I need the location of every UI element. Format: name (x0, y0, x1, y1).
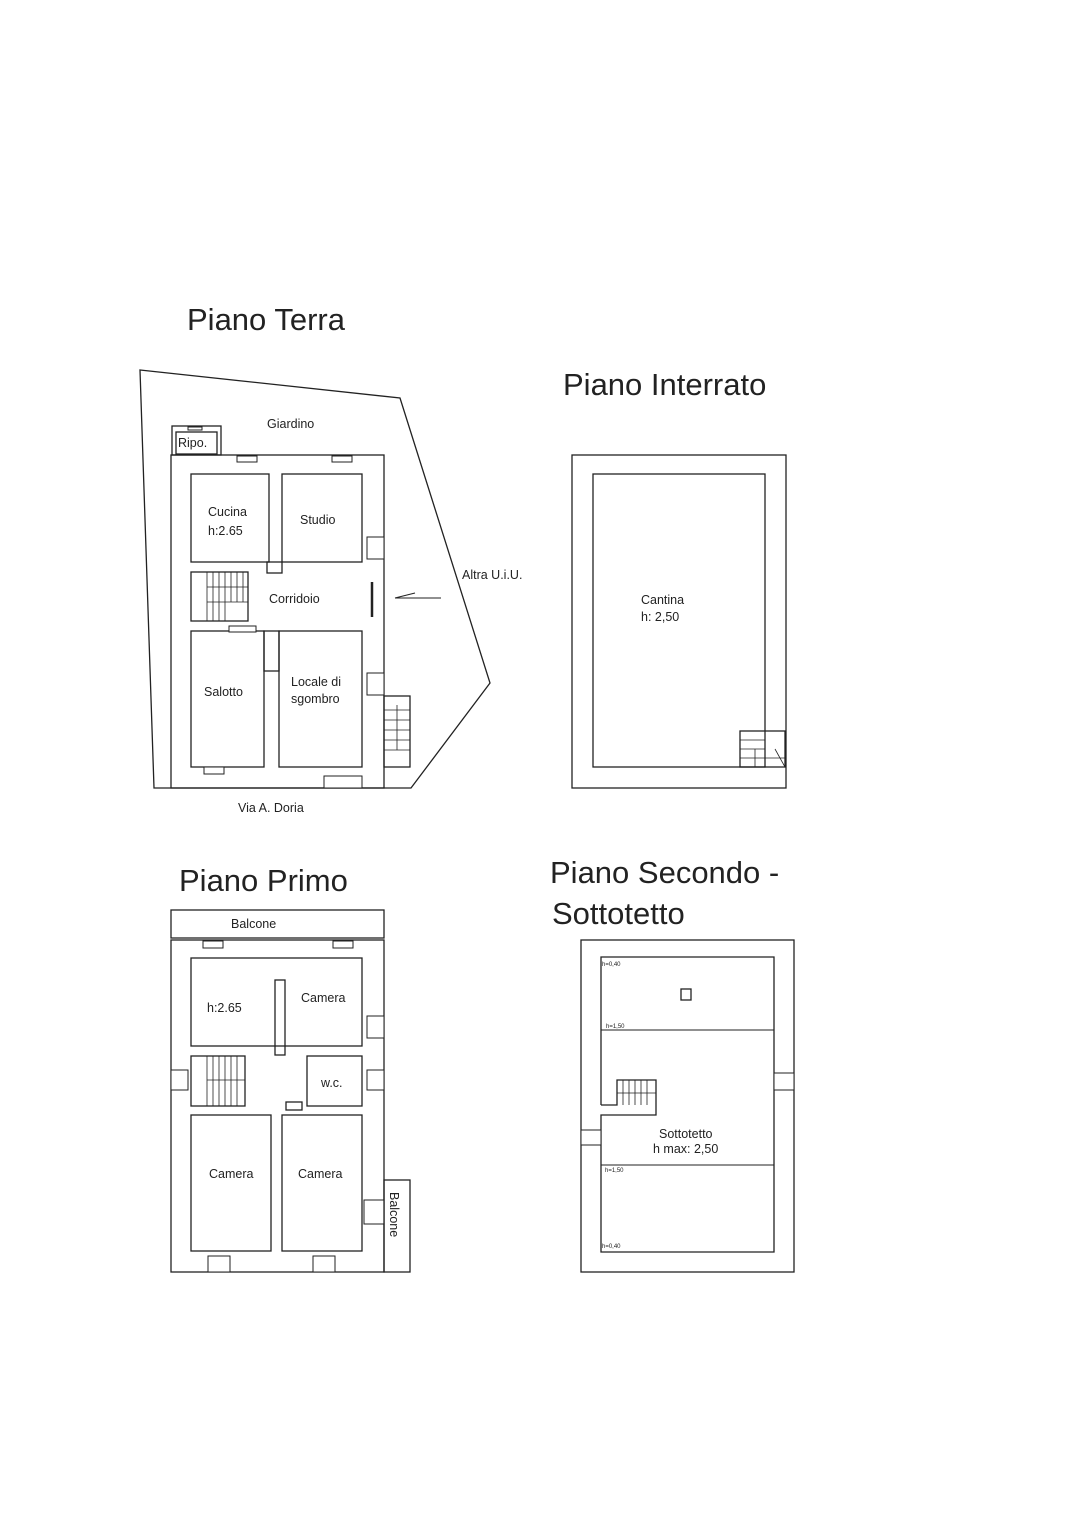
room-camera-right (281, 1114, 363, 1252)
window (366, 1015, 385, 1039)
piano-secondo-title-2: Sottotetto (552, 896, 685, 931)
height-bottom-label: h=0,40 (602, 1244, 621, 1250)
building-outline (170, 939, 385, 1273)
corridoio-label: Corridoio (269, 592, 320, 606)
piano-terra-plan: Piano Terra Ripo. Giardino Cucina (139, 302, 522, 815)
room-wc (306, 1055, 363, 1107)
room-salotto (190, 630, 265, 768)
outdoor-stair-steps (384, 705, 410, 751)
window (236, 455, 258, 463)
piano-terra-title: Piano Terra (187, 302, 346, 337)
staircase (190, 1055, 246, 1107)
wall-stub (266, 561, 283, 574)
building-outline (571, 454, 787, 789)
height-mid2-label: h=1,50 (605, 1168, 624, 1174)
building-outline (170, 454, 385, 789)
ripostiglio-inner (175, 431, 218, 455)
stair-steps (617, 1080, 656, 1105)
attic-outline (600, 956, 775, 1253)
stair-steps (206, 572, 248, 621)
giardino-label: Giardino (267, 417, 314, 431)
piano-primo-plan: Piano Primo Balcone Balcone h:2.65 Camer… (170, 863, 411, 1273)
arrow-head-icon (394, 592, 416, 599)
room-locale-sgombro (278, 630, 363, 768)
door (285, 1101, 303, 1111)
balcone-side-label: Balcone (387, 1192, 401, 1237)
staircase (190, 571, 249, 622)
cantina-label: Cantina (641, 593, 684, 607)
window (366, 536, 385, 560)
window (187, 426, 203, 431)
height-label: h:2.65 (207, 1001, 242, 1015)
outdoor-staircase (383, 695, 411, 768)
stair-steps (740, 739, 786, 768)
salotto-label: Salotto (204, 685, 243, 699)
altra-uiu-label: Altra U.i.U. (462, 568, 522, 582)
cantina-height: h: 2,50 (641, 610, 679, 624)
door (323, 775, 363, 789)
skylight (680, 988, 692, 1001)
height-top-label: h=0,40 (602, 962, 621, 968)
window (331, 455, 353, 463)
ripostiglio (171, 425, 222, 456)
window (580, 1129, 602, 1146)
lot-boundary (139, 369, 491, 789)
room-camera-left (190, 1114, 272, 1252)
window (773, 1072, 795, 1091)
window (366, 672, 385, 696)
room-cucina (190, 473, 270, 563)
ripo-label: Ripo. (178, 436, 207, 450)
cucina-height: h:2.65 (208, 524, 243, 538)
window (170, 1069, 189, 1091)
cucina-label: Cucina (208, 505, 247, 519)
balcone-side (383, 1179, 411, 1273)
building-outline (580, 939, 795, 1273)
window (207, 1255, 231, 1273)
sottotetto-label: Sottotetto (659, 1127, 713, 1141)
room-cantina (592, 473, 766, 768)
piano-interrato-title: Piano Interrato (563, 367, 766, 402)
window (202, 940, 224, 949)
camera-right-label: Camera (298, 1167, 343, 1181)
door (363, 1199, 385, 1225)
door (228, 625, 257, 633)
wall-stub (263, 630, 280, 672)
sottotetto-height: h max: 2,50 (653, 1142, 718, 1156)
piano-secondo-title-1: Piano Secondo - (550, 855, 779, 890)
room-studio (281, 473, 363, 563)
stair-steps (206, 1056, 245, 1106)
height-mid1-label: h=1,50 (606, 1024, 625, 1030)
piano-interrato-plan: Piano Interrato Cantina h: 2,50 (563, 367, 787, 789)
window (332, 940, 354, 949)
piano-primo-title: Piano Primo (179, 863, 348, 898)
camera-top-label: Camera (301, 991, 346, 1005)
room-camera-top (190, 957, 363, 1047)
locale-label-2: sgombro (291, 692, 340, 706)
balcone-top (170, 909, 385, 939)
locale-label-1: Locale di (291, 675, 341, 689)
camera-left-label: Camera (209, 1167, 254, 1181)
window (312, 1255, 336, 1273)
wall-stub (274, 979, 286, 1056)
street-label: Via A. Doria (238, 801, 304, 815)
balcone-top-label: Balcone (231, 917, 276, 931)
piano-secondo-plan: Piano Secondo - Sottotetto h=0,40 h=1,50… (550, 855, 795, 1273)
window (366, 1069, 385, 1091)
wc-label: w.c. (320, 1076, 343, 1090)
window (203, 766, 225, 775)
studio-label: Studio (300, 513, 335, 527)
